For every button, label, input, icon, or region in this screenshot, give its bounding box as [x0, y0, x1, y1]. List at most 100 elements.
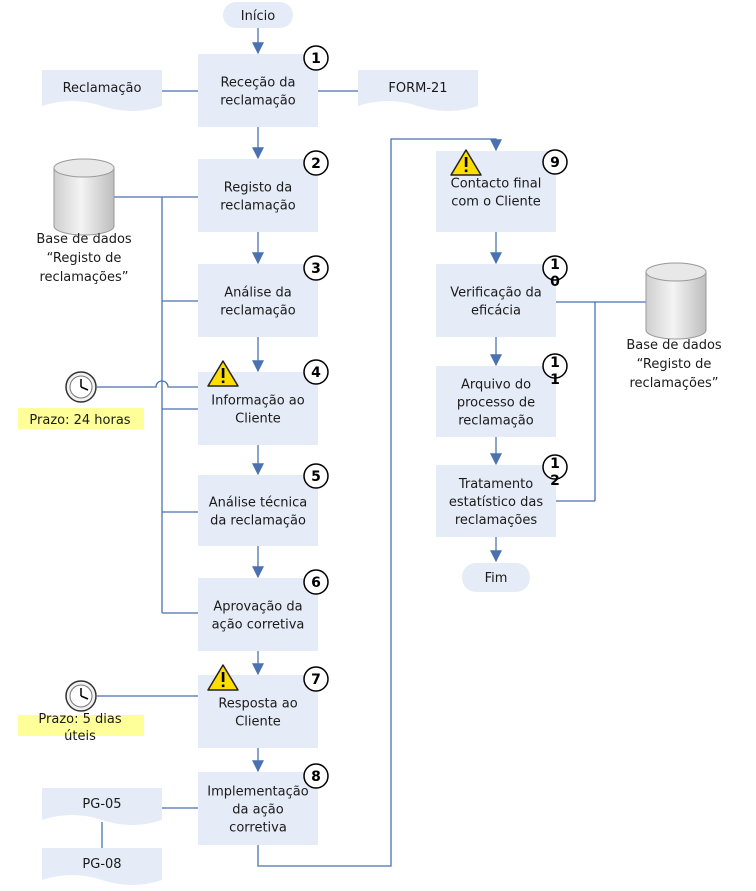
process-box: [436, 366, 556, 437]
deadline-5d-highlight: [18, 715, 144, 736]
text-line: Arquivo do: [461, 378, 531, 393]
deadline-24h-highlight: [18, 408, 144, 429]
text-line: Aprovação da: [213, 600, 302, 615]
process-box: [436, 465, 556, 537]
step-number: 2: [311, 156, 321, 172]
step-number: 1: [311, 51, 321, 67]
end-label: Fim: [485, 571, 508, 586]
process-step-9: Contacto final com o Cliente 9: [436, 149, 568, 232]
text-line: reclamação: [220, 304, 296, 319]
text-line: Base de dados: [36, 232, 132, 247]
process-box: [198, 578, 318, 651]
process-step-label: Receção da reclamação: [220, 76, 296, 109]
document-form-21-label: FORM-21: [388, 81, 447, 96]
process-step-1: Receção da reclamação 1: [198, 45, 329, 127]
process-box: [198, 475, 318, 546]
text-line: corretiva: [229, 821, 287, 836]
text-line: Base de dados: [626, 338, 722, 353]
step-number-circle: [303, 463, 329, 489]
document-form-21: FORM-21: [358, 70, 478, 111]
process-step-label: Verificação da eficácia: [450, 286, 542, 319]
text-line: da reclamação: [210, 514, 306, 529]
text-line: Cliente: [235, 412, 281, 427]
text-line: Verificação da: [450, 286, 542, 301]
text-line: estatístico das: [449, 495, 543, 510]
database-right-label: Base de dados “Registo de reclamações”: [626, 338, 722, 391]
step-number: 7: [311, 672, 321, 688]
text-line: Análise técnica: [209, 496, 307, 511]
database-right-icon: [645, 262, 707, 340]
text-line: Receção da: [220, 76, 295, 91]
document-pg-05: PG-05: [42, 788, 162, 825]
text-line: reclamações”: [39, 270, 128, 285]
text-line: Registo da: [224, 181, 293, 196]
database-left-icon: [53, 158, 115, 236]
process-step-label: Contacto final com o Cliente: [451, 177, 542, 210]
text-line: Informação ao: [211, 394, 305, 409]
text-line: “Registo de: [637, 357, 712, 372]
deadline-24h-label: Prazo: 24 horas: [29, 413, 130, 428]
end-terminal: Fim: [462, 563, 530, 592]
text-line: reclamação: [220, 199, 296, 214]
step-number-circle: [542, 255, 568, 281]
step-number: 6: [311, 575, 321, 591]
text-line: Análise da: [224, 286, 291, 301]
step-number-circle: [542, 353, 568, 379]
start-terminal: Início: [223, 2, 293, 28]
process-box: [198, 159, 318, 232]
clock-icon: [65, 371, 97, 403]
text-line: Cliente: [235, 715, 281, 730]
text-line: com o Cliente: [451, 195, 541, 210]
process-step-label: Resposta ao Cliente: [218, 697, 297, 730]
text-line: Contacto final: [451, 177, 542, 192]
step-number-circle: [303, 569, 329, 595]
connectors: [97, 28, 646, 867]
text-line: Resposta ao: [218, 697, 297, 712]
step-number-circle: [303, 45, 329, 71]
step-number-circle: [303, 666, 329, 692]
process-box: [198, 264, 318, 337]
clock-icon: [65, 680, 97, 712]
step-number: 9: [550, 155, 560, 171]
step-number-circle: [303, 150, 329, 176]
text-line: Prazo: 24 horas: [29, 413, 130, 428]
document-pg-05-label: PG-05: [82, 797, 121, 812]
step-number: 8: [311, 769, 321, 785]
process-box: [436, 151, 556, 232]
step-number-circle: [542, 149, 568, 175]
step-number: 5: [311, 469, 321, 485]
step-number: 4: [311, 365, 321, 381]
process-box: [436, 264, 556, 337]
process-step-3: Análise da reclamação 3: [198, 255, 329, 337]
start-label: Início: [241, 9, 275, 24]
warning-icon: [207, 360, 239, 387]
process-step-label: Análise técnica da reclamação: [209, 496, 307, 529]
text-line: úteis: [64, 729, 96, 744]
document-pg-08-label: PG-08: [82, 857, 121, 872]
process-step-label: Informação ao Cliente: [211, 394, 305, 427]
text-line: da ação: [232, 803, 283, 818]
text-line: reclamações”: [629, 376, 718, 391]
text-line: reclamação: [220, 94, 296, 109]
step-number: 3: [311, 261, 321, 277]
text-line: processo de: [457, 396, 535, 411]
text-line: eficácia: [471, 304, 521, 319]
document-pg-08: PG-08: [42, 848, 162, 885]
